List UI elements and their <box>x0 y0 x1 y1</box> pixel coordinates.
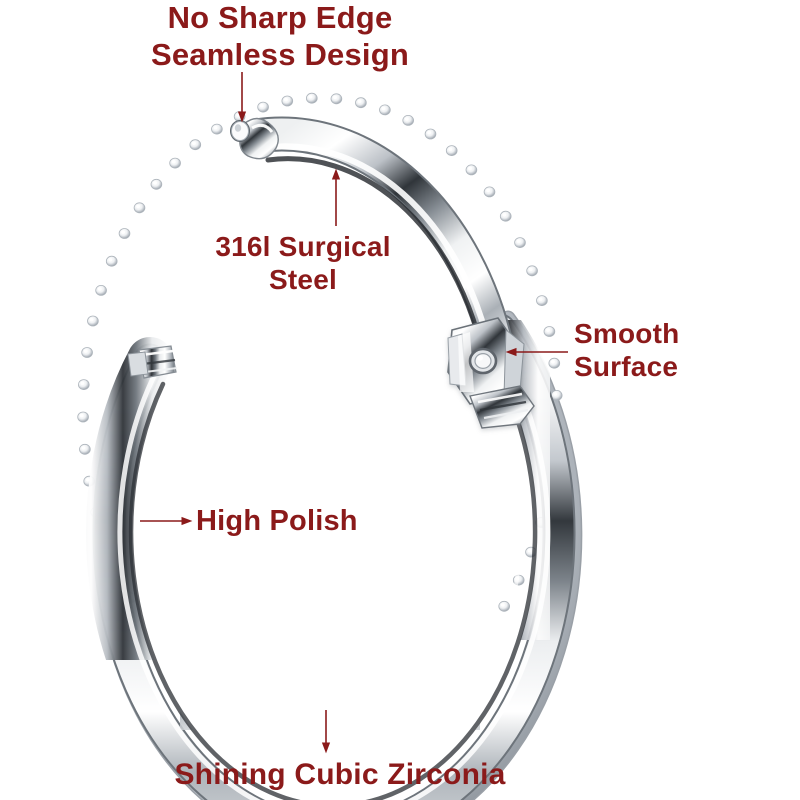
cz-stone <box>402 115 415 126</box>
cz-stone-sparkle <box>502 213 507 217</box>
cz-stone <box>379 104 391 116</box>
cz-stone-sparkle <box>357 99 362 104</box>
clasp-band <box>240 118 514 368</box>
label-seamless-design: No Sharp Edge Seamless Design <box>150 0 410 72</box>
cz-stone <box>95 284 107 296</box>
cz-stone <box>514 237 526 249</box>
cz-stone-sparkle <box>153 181 157 185</box>
arrow-zirconia <box>321 710 331 754</box>
cz-stone <box>105 255 118 267</box>
arrow-polish <box>140 516 193 526</box>
cz-stone-sparkle <box>468 166 472 171</box>
band-inner-highlight <box>141 370 522 795</box>
cz-stone-sparkle <box>448 147 453 151</box>
cz-stone <box>169 157 181 169</box>
cz-stone-sparkle <box>171 160 176 164</box>
cz-stone-sparkle <box>284 97 288 102</box>
cz-stone-sparkle <box>97 287 102 291</box>
cz-stone <box>189 139 202 151</box>
cz-stone-sparkle <box>427 130 431 135</box>
cz-stone <box>526 265 538 277</box>
label-high-polish: High Polish <box>196 505 358 537</box>
cz-stone <box>150 178 163 190</box>
clasp-segment <box>230 116 516 370</box>
hinge-highlight <box>458 332 474 392</box>
segment-open-end <box>127 345 178 379</box>
cz-stone <box>483 186 496 198</box>
cz-stone <box>211 123 223 135</box>
cz-stone <box>445 145 458 157</box>
cz-stone <box>133 202 146 214</box>
cz-stone-sparkle <box>259 104 264 108</box>
label-surgical-steel: 316l Surgical Steel <box>215 231 391 296</box>
label-cubic-zirconia: Shining Cubic Zirconia <box>174 758 506 791</box>
cz-stone <box>305 92 318 104</box>
cz-stone-sparkle <box>192 141 196 145</box>
hinge-assembly <box>447 317 535 429</box>
cz-stone <box>281 95 294 107</box>
cz-stone-sparkle <box>404 117 409 121</box>
seamless-pin-icon <box>230 120 250 142</box>
cz-stone <box>465 164 478 176</box>
cz-stone-sparkle <box>553 392 558 396</box>
cz-stone <box>87 315 99 327</box>
cz-stone <box>330 93 343 105</box>
cz-stone-sparkle <box>213 126 218 130</box>
cz-stone-sparkle <box>308 95 313 99</box>
clasp-inner-highlight <box>273 172 475 353</box>
cz-stone-sparkle <box>381 106 386 111</box>
pave-segment <box>77 92 583 800</box>
clasp-core-shadow <box>265 156 485 353</box>
cz-stone-sparkle <box>136 204 141 209</box>
label-smooth-surface: Smooth Surface <box>574 318 680 383</box>
cz-stone <box>355 97 367 109</box>
cz-stone <box>424 128 437 140</box>
cz-stone-sparkle <box>486 188 490 193</box>
cz-stone <box>548 357 561 369</box>
cz-stone-sparkle <box>108 258 113 262</box>
hinge-pin-icon <box>468 347 498 375</box>
band-core-shadow <box>128 353 538 800</box>
arrow-steel <box>331 168 341 226</box>
cz-stone-sparkle <box>89 317 94 322</box>
clasp-highlight <box>259 143 493 353</box>
arrow-smooth <box>505 347 568 357</box>
cz-stone-sparkle <box>538 297 543 301</box>
cz-stone-sparkle <box>528 267 533 272</box>
arrow-seamless <box>237 72 247 123</box>
cz-stone-sparkle <box>333 95 337 100</box>
cz-stone <box>499 210 512 222</box>
cz-stone <box>257 101 269 113</box>
cz-stone-sparkle <box>121 230 125 234</box>
cz-stone-sparkle <box>516 239 521 243</box>
cz-stone <box>536 295 548 307</box>
band-highlight <box>117 341 551 800</box>
cz-stone-sparkle <box>551 360 555 364</box>
annotation-arrows <box>140 72 568 754</box>
